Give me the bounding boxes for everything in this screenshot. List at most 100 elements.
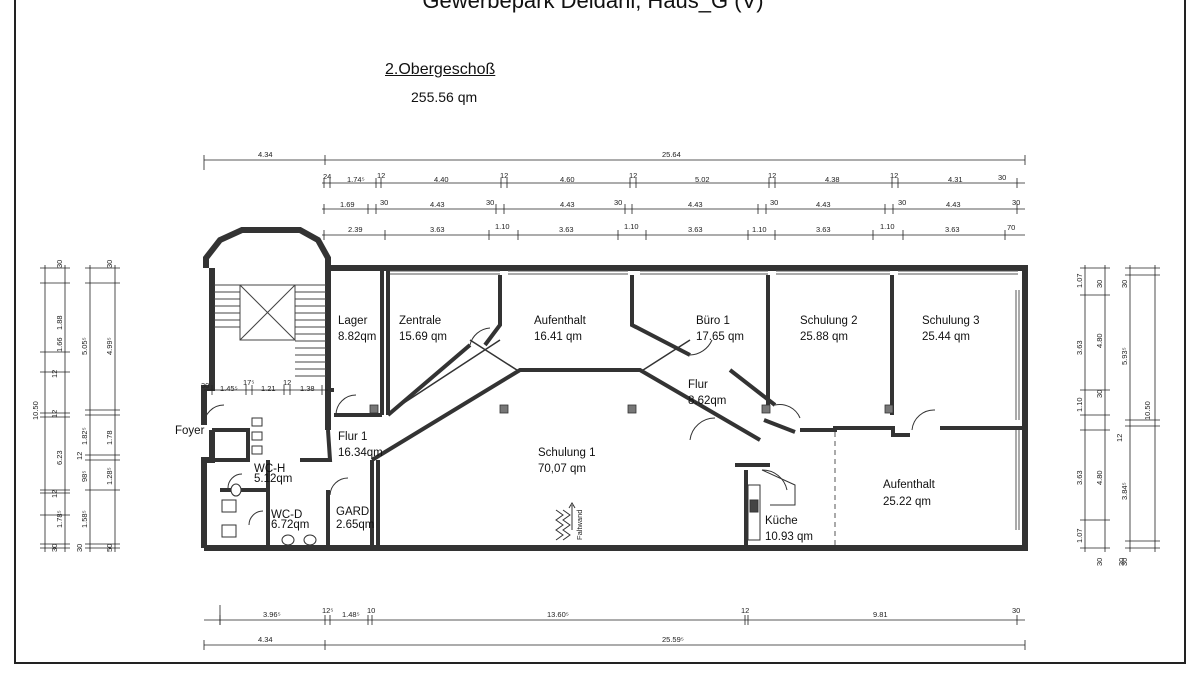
room-zentrale-area: 15.69 qm bbox=[399, 331, 447, 343]
room-lager-name: Lager bbox=[338, 315, 368, 327]
dim-top-overall-0: 4.34 bbox=[258, 150, 273, 159]
dim-r1-1: 1.74⁵ bbox=[347, 175, 365, 184]
dim-r-c3-1: 5.93⁵ bbox=[1120, 347, 1129, 365]
frame-left-border bbox=[14, 0, 16, 663]
room-aufenthalt2-name: Aufenthalt bbox=[883, 479, 936, 491]
dim-l1-5: 6.23 bbox=[55, 450, 64, 465]
room-schulung3-name: Schulung 3 bbox=[922, 315, 980, 327]
dim-b1-2: 1.48⁵ bbox=[342, 610, 360, 619]
dim-r2-11: 30 bbox=[1012, 198, 1020, 207]
room-buero1-name: Büro 1 bbox=[696, 315, 730, 327]
dim-r3-0: 2.39 bbox=[348, 225, 363, 234]
dim-r-c3-0: 30 bbox=[1120, 280, 1129, 288]
dim-r3-8: 1.10 bbox=[880, 222, 895, 231]
room-aufenthalt1-name: Aufenthalt bbox=[534, 315, 587, 327]
dim-stair-2: 17⁵ bbox=[243, 378, 254, 387]
dim-b2-0: 4.34 bbox=[258, 635, 273, 644]
dim-r1-0: 24 bbox=[323, 172, 331, 181]
dim-r3-9: 3.63 bbox=[945, 225, 960, 234]
corridor-walls bbox=[389, 339, 691, 413]
dim-r-c1-0: 1.07 bbox=[1075, 273, 1084, 288]
dim-stair-3: 1.21 bbox=[261, 384, 276, 393]
dim-l1-4: 12 bbox=[50, 410, 59, 418]
dim-r2-7: 30 bbox=[770, 198, 778, 207]
room-buero1-area: 17.65 qm bbox=[696, 331, 744, 343]
dim-b1-3: 10 bbox=[367, 606, 375, 615]
dim-r1-3: 4.40 bbox=[434, 175, 449, 184]
room-aufenthalt2-area: 25.22 qm bbox=[883, 496, 931, 508]
room-schulung3-area: 25.44 qm bbox=[922, 331, 970, 343]
room-wch-area: 5.12qm bbox=[254, 473, 292, 485]
dim-r-c2-2: 30 bbox=[1095, 390, 1104, 398]
dim-r3-5: 3.63 bbox=[688, 225, 703, 234]
dim-r3-4: 1.10 bbox=[624, 222, 639, 231]
room-wcd-name: WC-D bbox=[271, 509, 302, 521]
dim-r1-6: 12 bbox=[629, 171, 637, 180]
columns bbox=[369, 404, 894, 414]
dim-l1-1: 1.88 bbox=[55, 315, 64, 330]
total-area: 255.56 qm bbox=[411, 89, 478, 105]
room-schulung1-name: Schulung 1 bbox=[538, 447, 596, 459]
dim-l1-8: 30 bbox=[50, 544, 59, 552]
dim-r1-10: 12 bbox=[890, 171, 898, 180]
dim-l2-2: 12 bbox=[75, 452, 84, 460]
dim-left-outer: 10.50 bbox=[31, 401, 40, 420]
dim-l3-2: 1.78 bbox=[105, 430, 114, 445]
dim-r3-2: 1.10 bbox=[495, 222, 510, 231]
dim-b1-7: 30 bbox=[1012, 606, 1020, 615]
staircase bbox=[214, 284, 326, 377]
room-schulung1-area: 70,07 qm bbox=[538, 463, 586, 475]
dim-r3-10: 70 bbox=[1007, 223, 1015, 232]
dim-r2-9: 30 bbox=[898, 198, 906, 207]
dim-b1-5: 12 bbox=[741, 606, 749, 615]
dim-stair-0: 30 bbox=[201, 381, 209, 390]
room-flur-area: 8.62qm bbox=[688, 395, 726, 407]
dimension-lines bbox=[40, 155, 1160, 650]
dim-r1-9: 4.38 bbox=[825, 175, 840, 184]
dim-r2-4: 4.43 bbox=[560, 200, 575, 209]
dim-r-c1-4: 1.07 bbox=[1075, 528, 1084, 543]
dim-r1-8: 12 bbox=[768, 171, 776, 180]
dim-l2-4: 1.58⁵ bbox=[80, 510, 89, 528]
dim-r-c1-5: 30 bbox=[1095, 558, 1104, 566]
dim-l1-6: 12 bbox=[50, 490, 59, 498]
dim-r-c2-4: 30 bbox=[1117, 558, 1126, 566]
dim-r-c2-3: 4.80 bbox=[1095, 470, 1104, 485]
dim-r3-1: 3.63 bbox=[430, 225, 445, 234]
dim-l3-0: 30 bbox=[105, 260, 114, 268]
room-kueche-area: 10.93 qm bbox=[765, 531, 813, 543]
dim-r1-7: 5.02 bbox=[695, 175, 710, 184]
room-flur1-area: 16.34qm bbox=[338, 447, 383, 459]
room-gard-name: GARD bbox=[336, 506, 369, 518]
room-labels: Lager 8.82qm Zentrale 15.69 qm Aufenthal… bbox=[175, 315, 980, 543]
faltwand-label: Faltwand bbox=[575, 510, 584, 540]
dim-l2-0: 5.05⁵ bbox=[80, 337, 89, 355]
dim-stair-5: 1.38 bbox=[300, 384, 315, 393]
dim-stair-4: 12 bbox=[283, 378, 291, 387]
frame-bottom-border bbox=[14, 662, 1186, 664]
dim-r3-3: 3.63 bbox=[559, 225, 574, 234]
dim-l1-2: 1.66 bbox=[55, 337, 64, 352]
dimension-labels: 4.34 25.64 24 1.74⁵ 12 4.40 12 4.60 12 5… bbox=[201, 150, 1020, 644]
floor-title: 2.Obergeschoß bbox=[385, 61, 496, 78]
dim-r1-2: 12 bbox=[377, 171, 385, 180]
dim-r2-1: 30 bbox=[380, 198, 388, 207]
dim-top-overall-1: 25.64 bbox=[662, 150, 681, 159]
dim-r2-6: 4.43 bbox=[688, 200, 703, 209]
dim-right-outer: 10.50 bbox=[1143, 401, 1152, 420]
dim-r2-8: 4.43 bbox=[816, 200, 831, 209]
dim-l2-1: 1.82⁵ bbox=[80, 427, 89, 445]
room-gard-area: 2.65qm bbox=[336, 519, 374, 531]
dim-b1-4: 13.60⁵ bbox=[547, 610, 569, 619]
interior-walls bbox=[212, 270, 1022, 545]
room-schulung2-name: Schulung 2 bbox=[800, 315, 858, 327]
dim-l3-1: 4.99⁵ bbox=[105, 337, 114, 355]
dim-r3-6: 1.10 bbox=[752, 225, 767, 234]
door-swings bbox=[203, 327, 936, 526]
room-zentrale-name: Zentrale bbox=[399, 315, 441, 327]
dim-r1-5: 4.60 bbox=[560, 175, 575, 184]
dim-r-c2-1: 4.80 bbox=[1095, 333, 1104, 348]
dim-l3-4: 50 bbox=[105, 544, 114, 552]
dim-l3-3: 1.28⁵ bbox=[105, 467, 114, 485]
